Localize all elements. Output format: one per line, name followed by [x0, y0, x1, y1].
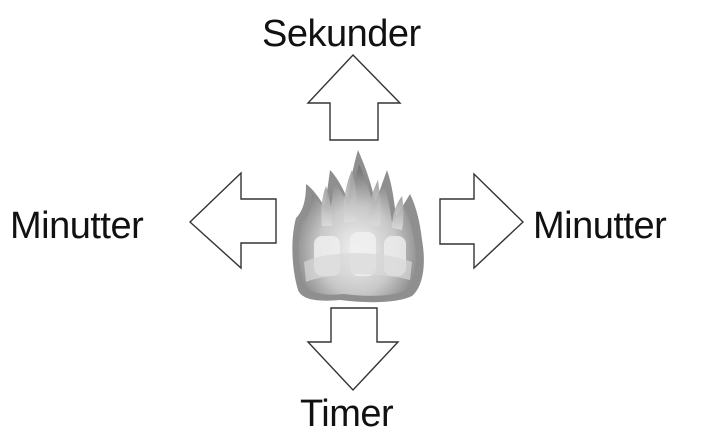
arrow-right-icon [439, 172, 525, 270]
arrow-left-icon [188, 171, 277, 270]
label-right: Minutter [533, 205, 667, 247]
label-left: Minutter [10, 205, 144, 247]
arrow-down-icon [306, 307, 400, 392]
label-bottom: Timer [300, 393, 394, 429]
arrow-up-icon [306, 53, 402, 141]
label-top: Sekunder [262, 13, 421, 55]
fire-icon [292, 150, 424, 303]
